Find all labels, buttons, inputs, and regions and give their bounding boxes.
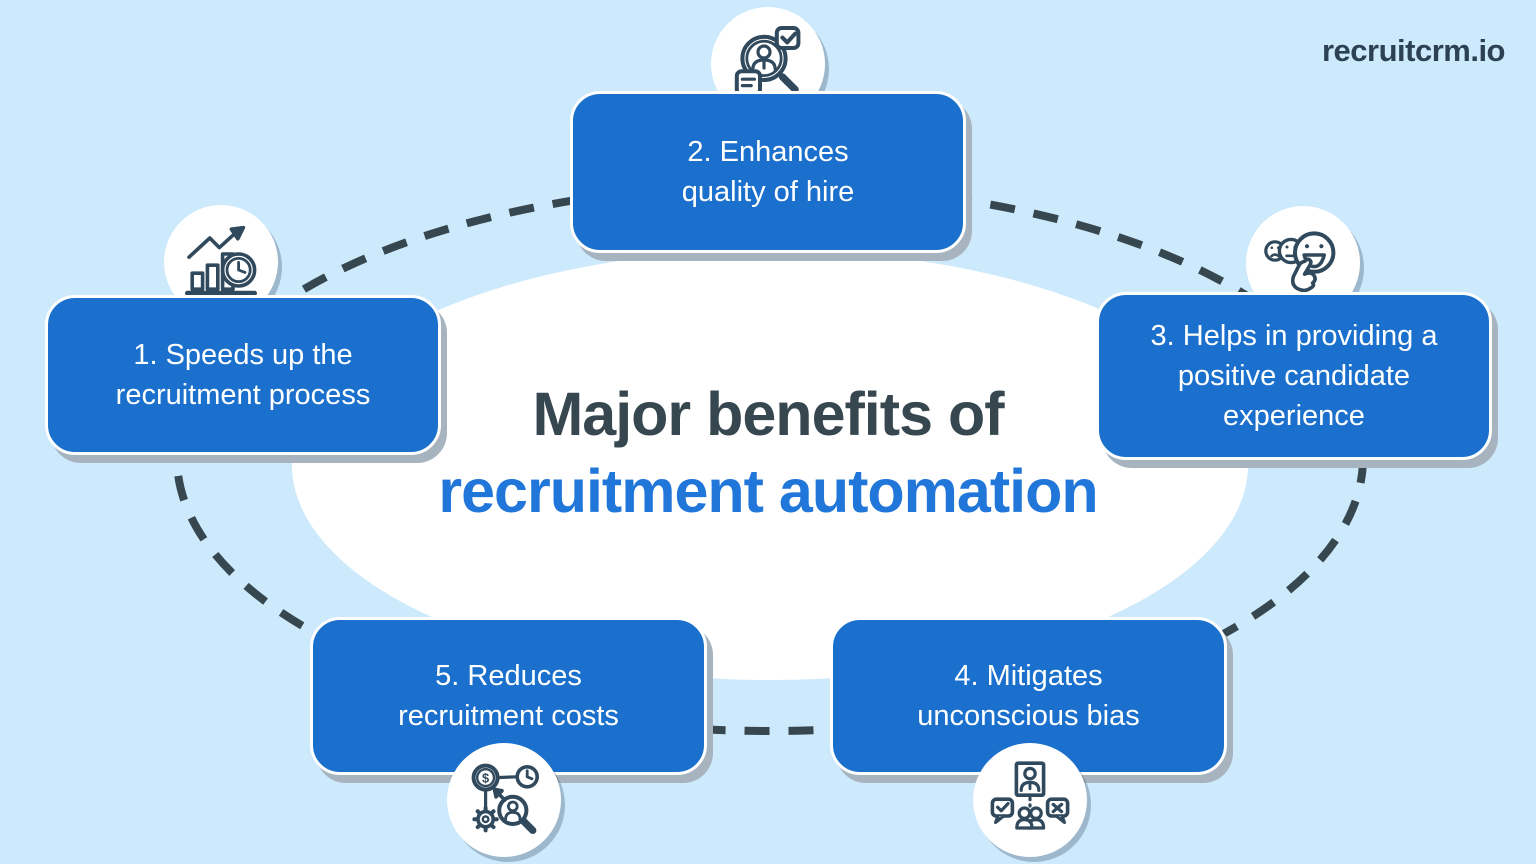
center-ellipse — [292, 250, 1248, 680]
benefit-label-5: 5. Reduces recruitment costs — [398, 659, 619, 732]
benefit-label-1: 1. Speeds up the recruitment process — [115, 338, 371, 411]
dollar-clock-gear-magnifier-icon: $ — [447, 743, 561, 857]
benefit-box-3: 3. Helps in providing a positive candida… — [1096, 292, 1492, 460]
benefit-label-4: 4. Mitigates unconscious bias — [917, 659, 1140, 732]
benefit-box-1: 1. Speeds up the recruitment process — [45, 295, 441, 455]
svg-text:$: $ — [482, 770, 489, 785]
title-line-1: Major benefits of — [532, 380, 1004, 448]
benefit-label-2: 2. Enhances quality of hire — [681, 135, 855, 208]
benefit-label-3: 3. Helps in providing a positive candida… — [1150, 319, 1438, 432]
brand-logo: recruitcrm.io — [1321, 33, 1506, 68]
benefit-box-2: 2. Enhances quality of hire — [570, 91, 966, 253]
page-title: Major benefits of recruitment automation — [0, 376, 1536, 530]
title-line-2: recruitment automation — [438, 457, 1098, 525]
candidate-approve-reject-icon — [973, 743, 1087, 857]
